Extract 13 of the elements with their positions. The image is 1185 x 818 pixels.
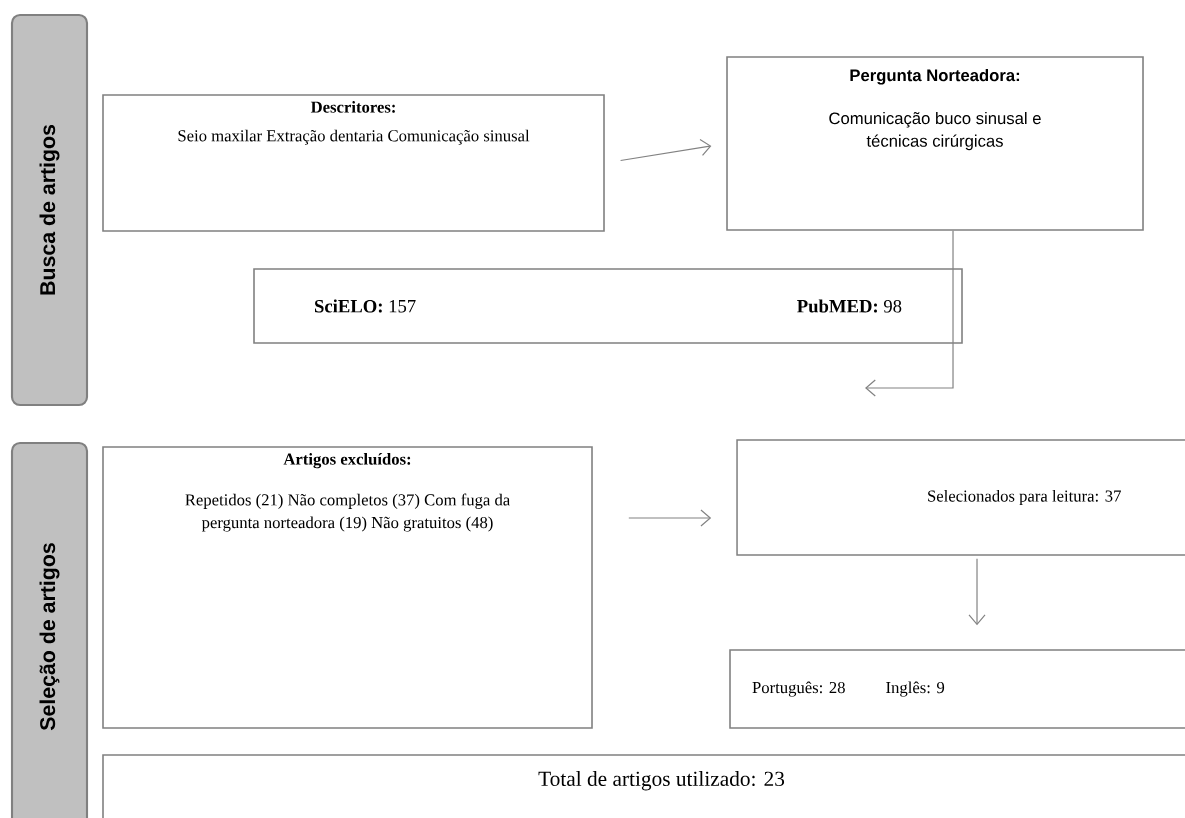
process-box: Pergunta Norteadora: Comunicação buco sinusal e técnicas cirúrgicas	[726, 56, 1144, 231]
arrow	[628, 509, 712, 527]
process-box: SciELO: 157 PubMED: 98	[253, 268, 963, 344]
process-box: Total de artigos utilizado: 23	[102, 754, 1185, 818]
process-box: Artigos excluídos: Repetidos (21) Não completos (37) Com fuga da pergunta norteadora (19) Não gratuitos (48)	[102, 446, 593, 729]
section-band: Seleção de artigos	[10, 441, 89, 818]
arrow	[620, 139, 712, 162]
arrow	[865, 230, 954, 397]
process-box: Descritores: Seio maxilar Extração dentaria Comunicação sinusal	[102, 94, 605, 232]
process-box: Selecionados para leitura: 37	[736, 439, 1185, 556]
arrow	[968, 558, 986, 626]
process-box: Português: 28 Inglês: 9	[729, 649, 1185, 729]
section-band: Busca de artigos	[10, 13, 89, 407]
